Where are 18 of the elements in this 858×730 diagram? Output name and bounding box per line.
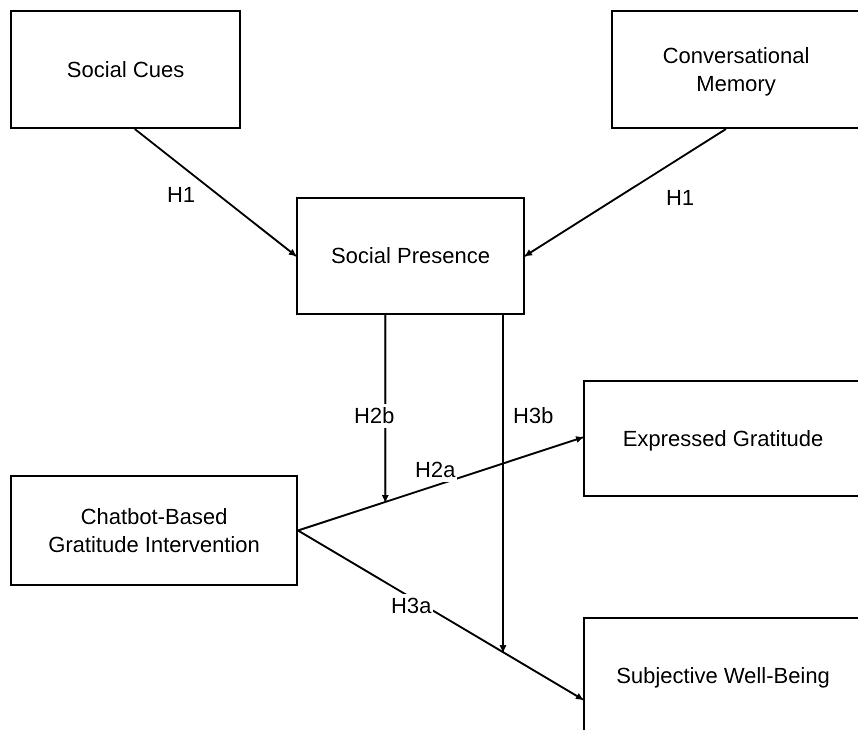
construct-box (611, 10, 858, 129)
construct-label: Conversational Memory (662, 42, 810, 98)
construct-label: Social Cues (66, 56, 184, 84)
construct-box (296, 197, 525, 315)
arrow (298, 436, 584, 532)
arrow (500, 315, 507, 652)
construct-label: Expressed Gratitude (622, 424, 824, 452)
construct-label: Social Presence (331, 242, 490, 270)
construct-label: Chatbot-Based Gratitude Intervention (47, 502, 261, 558)
construct-box (10, 10, 241, 129)
construct-box (583, 380, 858, 497)
arrow (382, 315, 389, 502)
construct-box (583, 617, 858, 730)
construct-label: Subjective Well-Being (616, 662, 830, 690)
construct-box (10, 475, 298, 586)
arrow (297, 530, 584, 700)
arrow (134, 128, 297, 257)
arrow (524, 128, 727, 257)
